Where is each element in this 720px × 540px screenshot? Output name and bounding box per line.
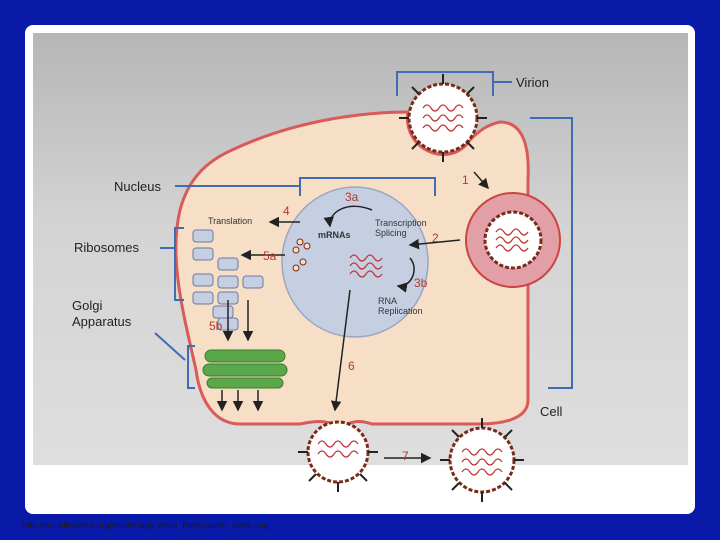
virion-outside [399, 74, 487, 162]
step-2: 2 [432, 231, 439, 245]
label-virion: Virion [516, 75, 549, 90]
label-cell: Cell [540, 404, 563, 419]
label-transcription: Transcription [375, 218, 427, 228]
label-golgi-line1: Golgi [72, 298, 102, 313]
callout-lines [154, 71, 573, 389]
released-virion [440, 418, 524, 502]
process-arrows [216, 171, 489, 464]
label-ribosomes: Ribosomes [74, 240, 140, 255]
step-7: 7 [402, 449, 409, 463]
entering-virion [483, 210, 543, 270]
step-3b: 3b [414, 276, 428, 290]
label-replication: Replication [378, 306, 423, 316]
source-url: http://en.wikipedia.org/wiki/Image:Virus… [22, 520, 269, 530]
label-nucleus: Nucleus [114, 179, 161, 194]
budding-virion [298, 420, 378, 492]
viral-rna-nucleus [349, 254, 383, 278]
step-5b: 5b [209, 319, 223, 333]
label-translation: Translation [208, 216, 252, 226]
step-6: 6 [348, 359, 355, 373]
step-5a: 5a [263, 249, 277, 263]
step-3a: 3a [345, 190, 359, 204]
label-mrnas: mRNAs [318, 230, 351, 240]
ribosomes [192, 229, 264, 331]
step-1: 1 [462, 173, 469, 187]
golgi-apparatus [202, 349, 288, 389]
label-rna: RNA [378, 296, 397, 306]
step-4: 4 [283, 204, 290, 218]
label-golgi-line2: Apparatus [72, 314, 132, 329]
label-splicing: Splicing [375, 228, 407, 238]
nucleus [281, 186, 429, 338]
mrna-particles [292, 238, 311, 272]
